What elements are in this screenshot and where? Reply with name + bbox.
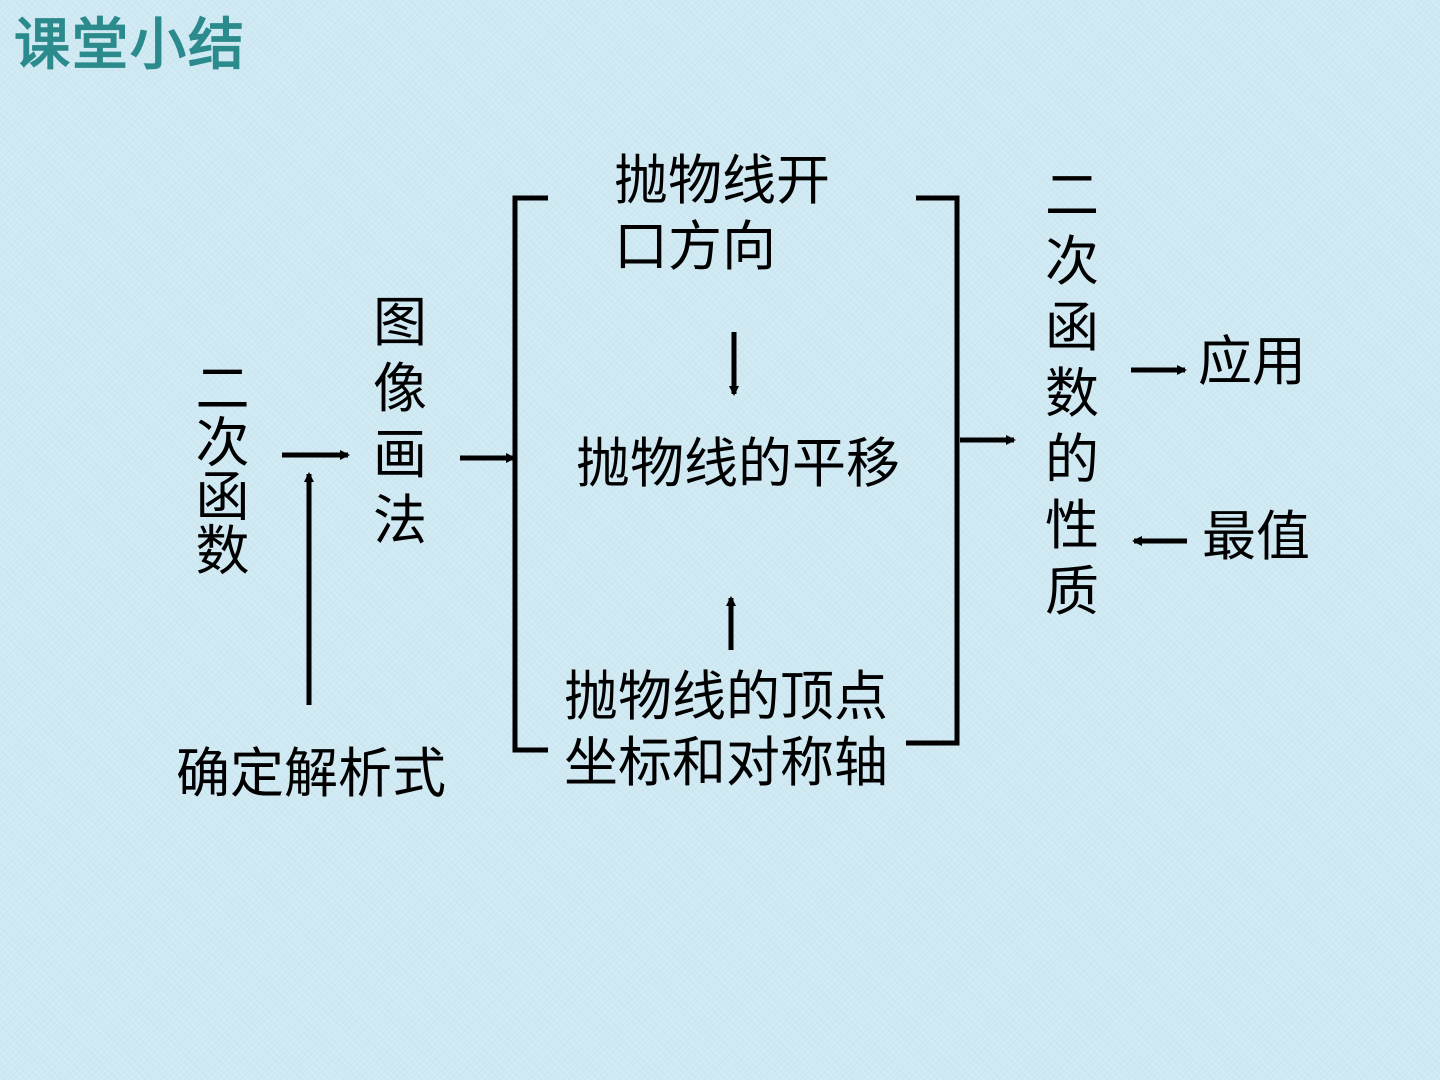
slide-title: 课堂小结 <box>14 13 246 78</box>
node-opening-direction: 抛物线开 口方向 <box>614 149 830 278</box>
left-bracket <box>512 195 548 753</box>
node-quadratic-function: 二次函数 <box>186 360 249 576</box>
node-determine-expression: 确定解析式 <box>176 742 446 805</box>
node-translation: 抛物线的平移 <box>576 432 900 495</box>
node-properties: 二 次 函 数 的 性 质 <box>1045 164 1099 623</box>
right-bracket <box>906 195 960 746</box>
node-application: 应用 <box>1198 330 1306 393</box>
node-graph-method: 图 像 画 法 <box>373 291 427 552</box>
node-vertex-axis: 抛物线的顶点 坐标和对称轴 <box>564 665 888 794</box>
node-extreme-value: 最值 <box>1202 505 1310 568</box>
